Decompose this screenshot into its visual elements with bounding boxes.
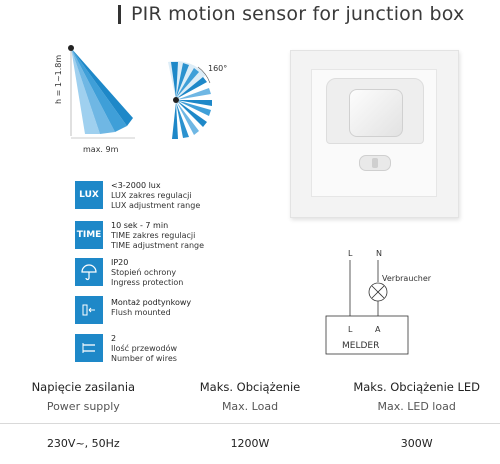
- feature-mount-en: Flush mounted: [111, 308, 171, 317]
- feature-wires: 2 Ilość przewodów Number of wires: [75, 334, 177, 364]
- wires-icon: [75, 334, 103, 362]
- sensor-lens-housing: [326, 78, 424, 144]
- sensor-lens: [349, 89, 403, 137]
- spec-sub-load: Max. Load: [221, 400, 279, 413]
- melder-box: [325, 315, 409, 355]
- consumer-label: Verbraucher: [382, 274, 432, 283]
- spec-header-led: Maks. Obciążenie LED: [353, 380, 481, 394]
- spec-sub-power: Power supply: [46, 400, 120, 413]
- device-label: MELDER: [342, 341, 379, 351]
- wiring-a-out-label: A: [375, 325, 381, 334]
- title-bar-group: PIR motion sensor for junction box: [118, 0, 464, 28]
- spec-subheaders: Power supply Max. Load Max. LED load: [0, 400, 500, 413]
- spec-divider: [0, 423, 500, 424]
- spec-value-load: 1200W: [230, 437, 270, 450]
- feature-wires-value: 2: [111, 334, 117, 343]
- wiring-diagram: L N Verbraucher L A MELDER: [325, 249, 432, 355]
- angle-detection-diagram: 160°: [168, 61, 227, 139]
- feature-lux: LUX <3-2000 lux LUX zakres regulacji LUX…: [75, 181, 200, 211]
- spec-value-power: 230V~, 50Hz: [46, 437, 120, 450]
- feature-ip-en: Ingress protection: [111, 278, 184, 287]
- time-badge-icon: TIME: [75, 221, 103, 249]
- spec-header-load: Maks. Obciążenie: [199, 380, 301, 394]
- flush-mount-icon: [75, 296, 103, 324]
- feature-time: TIME 10 sek - 7 min TIME zakres regulacj…: [75, 221, 204, 251]
- range-label: max. 9m: [83, 145, 119, 154]
- spec-value-led: 300W: [400, 437, 433, 450]
- spec-headers: Napięcie zasilania Maks. Obciążenie Maks…: [0, 380, 500, 394]
- angle-label: 160°: [208, 64, 227, 73]
- wiring-l-top-label: L: [348, 249, 353, 258]
- product-image: [290, 50, 459, 218]
- feature-ip-value: IP20: [111, 258, 129, 267]
- spec-values: 230V~, 50Hz 1200W 300W: [0, 437, 500, 450]
- feature-lux-pl: LUX zakres regulacji: [111, 191, 192, 200]
- title-accent-bar: [118, 4, 121, 24]
- wiring-l-in-label: L: [348, 325, 353, 334]
- lux-badge-icon: LUX: [75, 181, 103, 209]
- feature-wires-en: Number of wires: [111, 354, 177, 363]
- feature-wires-pl: Ilość przewodów: [111, 344, 178, 353]
- feature-mount-pl: Montaż podtynkowy: [111, 298, 192, 307]
- page-title: PIR motion sensor for junction box: [131, 3, 465, 25]
- umbrella-icon: [75, 258, 103, 286]
- feature-ip-pl: Stopień ochrony: [111, 268, 177, 277]
- spec-header-power: Napięcie zasilania: [31, 380, 136, 394]
- height-label: h = 1~1.8m: [55, 55, 63, 104]
- feature-time-pl: TIME zakres regulacji: [111, 231, 196, 240]
- side-detection-diagram: h = 1~1.8m max. 9m: [55, 45, 135, 154]
- feature-ip: IP20 Stopień ochrony Ingress protection: [75, 258, 183, 288]
- wiring-n-top-label: N: [376, 249, 382, 258]
- product-inner-plate: [311, 69, 437, 197]
- feature-lux-value: <3-2000 lux: [111, 181, 161, 190]
- feature-time-en: TIME adjustment range: [111, 241, 205, 250]
- feature-lux-en: LUX adjustment range: [111, 201, 201, 210]
- spec-sub-led: Max. LED load: [377, 400, 456, 413]
- feature-mount: Montaż podtynkowy Flush mounted: [75, 296, 191, 324]
- adjustment-knob: [359, 155, 391, 171]
- feature-time-value: 10 sek - 7 min: [111, 221, 169, 230]
